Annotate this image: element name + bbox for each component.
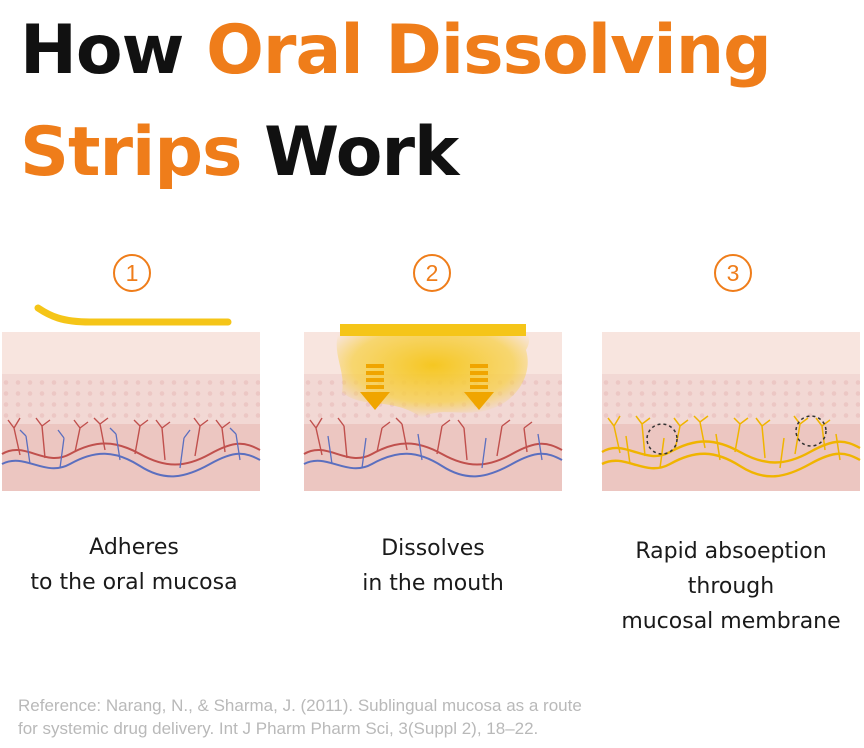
epithelium-layer bbox=[2, 332, 260, 374]
dissolving-strip bbox=[340, 324, 526, 336]
step-3-illustration bbox=[601, 332, 861, 491]
step-1-caption: Adheres to the oral mucosa bbox=[30, 535, 238, 595]
title-line-2: Strips Work bbox=[20, 113, 459, 192]
page-title: How Oral Dissolving Strips Work bbox=[20, 0, 772, 204]
step-1-number-badge: 1 bbox=[113, 254, 151, 292]
step-3-number-badge: 3 bbox=[714, 254, 752, 292]
dissolve-arrow-left bbox=[360, 364, 390, 410]
absorbed-vein bbox=[601, 452, 861, 478]
epithelium-layer bbox=[602, 332, 860, 374]
step-2-caption: Dissolves in the mouth bbox=[362, 536, 504, 596]
submucosa-layer bbox=[602, 424, 860, 491]
vein-blue bbox=[303, 452, 563, 478]
oral-strip bbox=[34, 304, 232, 326]
step-1-illustration bbox=[1, 304, 261, 491]
absorption-highlight-circle bbox=[795, 415, 827, 447]
absorption-highlight-circle bbox=[646, 423, 678, 455]
title-line-1: How Oral Dissolving bbox=[20, 11, 772, 90]
step-2-number-badge: 2 bbox=[413, 254, 451, 292]
step-2-illustration bbox=[303, 324, 563, 491]
dissolve-arrow-right bbox=[464, 364, 494, 410]
vein-blue bbox=[1, 452, 261, 478]
step-3-caption: Rapid absoeption through mucosal membran… bbox=[621, 539, 841, 634]
reference-citation: Reference: Narang, N., & Sharma, J. (201… bbox=[18, 696, 582, 738]
